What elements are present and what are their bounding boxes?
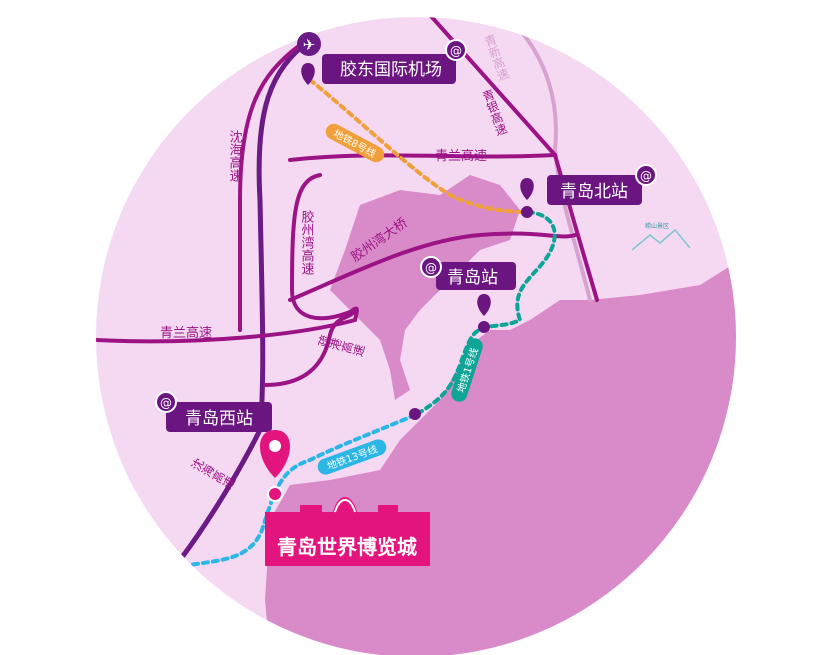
svg-text:@: @ [450,44,462,58]
expo-building-label[interactable]: 青岛世界博览城 [265,497,430,566]
svg-text:@: @ [640,169,652,183]
north-station-pin-icon [520,178,534,200]
qingdao-station-name: 青岛站 [447,268,498,288]
qingdao-station-label[interactable]: 青岛站 @ [420,256,516,290]
road-label: 沈海高速 [227,130,243,182]
road-label: 青兰高速 [435,148,487,164]
north-station-label[interactable]: 青岛北站 @ [547,164,657,205]
metro-line-1 [413,210,557,417]
expo-building-icon [265,497,430,566]
airport-icon: ✈ [297,32,321,56]
metro-icon [155,391,177,413]
expo-pin[interactable] [260,430,290,502]
road-label: 青兰高速 [160,325,212,341]
west-station-label[interactable]: 青岛西站 @ [155,391,272,432]
qingxin-highway [518,28,592,302]
airport-label[interactable]: 胶东国际机场 @ [322,39,467,84]
svg-text:@: @ [160,396,172,410]
north-station-dot [521,206,533,218]
metro-icon [635,164,657,186]
jiaozhou-bay [330,175,520,400]
shenhai-highway [177,37,313,563]
scenic-area: 崂山景区 [631,222,691,251]
road-label: 胶州湾高速 [299,209,315,275]
metro-icon [420,256,442,278]
expo-name: 青岛世界博览城 [277,535,417,559]
jiaozhouwan-highway [289,173,357,321]
airport-name: 胶东国际机场 [340,60,442,80]
scenic-label: 崂山景区 [645,222,669,230]
metro-line-8 [308,78,530,214]
qingdao-station-pin-icon [477,294,491,316]
qingdao-station-dot [478,321,490,333]
west-station-name: 青岛西站 [185,409,253,429]
north-station-name: 青岛北站 [560,182,628,202]
qinglan-highway-north [288,153,557,162]
metro-line-13 [188,413,417,567]
metro-transfer-dot [409,408,421,420]
svg-text:@: @ [425,261,437,275]
location-pin-icon [260,430,290,478]
metro-icon [445,39,467,61]
shugang-highway [263,308,357,387]
svg-text:✈: ✈ [303,36,316,54]
airport-road [238,43,302,332]
airport-pin-icon [301,63,315,85]
mountain-icon [631,228,691,251]
